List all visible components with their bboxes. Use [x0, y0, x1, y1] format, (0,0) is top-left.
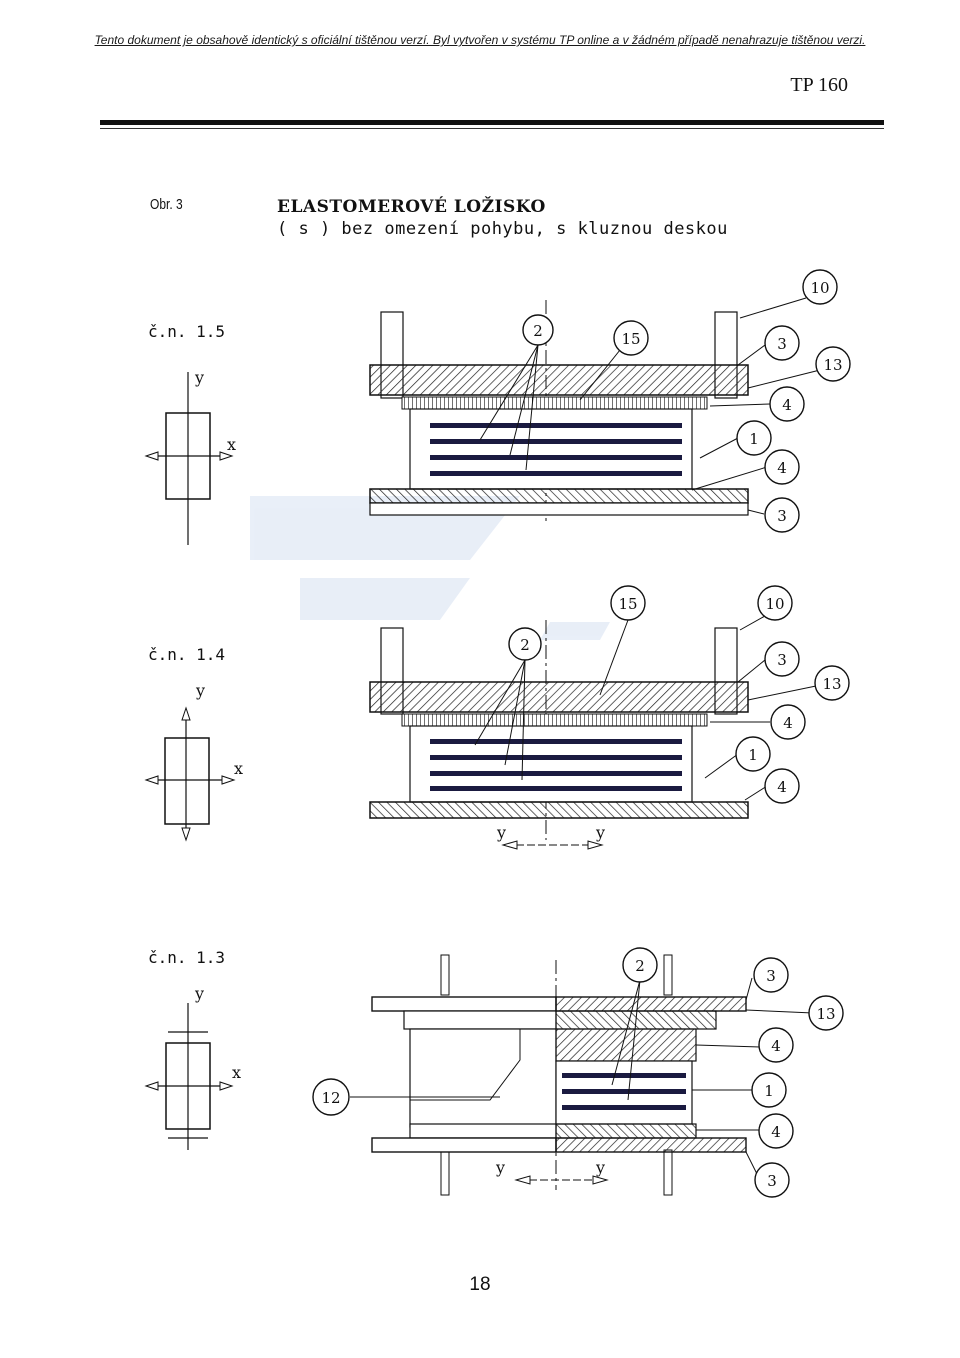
callout-13: 13	[816, 1005, 835, 1023]
callout-4: 4	[771, 1037, 781, 1055]
official-version-notice: Tento dokument je obsahově identický s o…	[94, 33, 866, 47]
axis-diagram-1-5: y x	[144, 368, 236, 545]
variant-label-1-4: č.n. 1.4	[148, 645, 226, 664]
callout-2: 2	[635, 957, 645, 975]
callout-3b: 3	[767, 1172, 777, 1190]
axis-y-label: y	[195, 681, 205, 700]
callout-4: 4	[783, 714, 793, 732]
movement-label-left: y	[496, 823, 506, 842]
axis-x-label: x	[234, 759, 243, 778]
callout-3: 3	[766, 967, 776, 985]
callout-10: 10	[765, 595, 784, 613]
movement-label-right: y	[595, 1158, 605, 1177]
callout-3b: 3	[777, 507, 787, 525]
document-id: TP 160	[790, 74, 848, 96]
movement-label-right: y	[595, 823, 605, 842]
callout-4b: 4	[777, 459, 787, 477]
callout-15: 15	[621, 330, 640, 348]
callout-13: 13	[823, 356, 842, 374]
callout-1: 1	[764, 1082, 774, 1100]
figure-subtitle: ( s ) bez omezení pohybu, s kluznou desk…	[277, 219, 728, 239]
movement-label-left: y	[495, 1158, 505, 1177]
callout-12: 12	[321, 1089, 340, 1107]
axis-x-label: x	[227, 435, 236, 454]
page-number: 18	[469, 1274, 491, 1295]
bearing-section-1-5: 2 15 10 3 13 4 1 4 3	[369, 269, 851, 533]
figure-title: ELASTOMEROVÉ LOŽISKO	[277, 197, 546, 217]
axis-diagram-1-4: y x	[144, 681, 243, 842]
variant-label-1-3: č.n. 1.3	[148, 948, 226, 967]
axis-y-label: y	[194, 368, 204, 387]
axis-y-label: y	[194, 984, 204, 1003]
bearing-section-1-4: y y 15 10 2 3 13 4 1 4	[369, 585, 850, 850]
callout-13: 13	[822, 675, 841, 693]
callout-10: 10	[810, 279, 829, 297]
callout-2: 2	[520, 636, 530, 654]
watermark	[250, 496, 610, 640]
callout-15: 15	[618, 595, 637, 613]
bearing-section-1-3: y y 2 3 13 4 12 1 4 3	[312, 947, 844, 1198]
callout-1: 1	[748, 746, 758, 764]
header-rule-thin	[100, 128, 884, 129]
callout-1: 1	[749, 430, 759, 448]
axis-diagram-1-3: y x	[144, 984, 241, 1150]
callout-3: 3	[777, 651, 787, 669]
callout-4: 4	[782, 396, 792, 414]
callout-2: 2	[533, 322, 543, 340]
callout-3: 3	[777, 335, 787, 353]
callout-4b: 4	[771, 1123, 781, 1141]
header-rule	[100, 120, 884, 125]
callout-4b: 4	[777, 778, 787, 796]
variant-label-1-5: č.n. 1.5	[148, 322, 226, 341]
axis-x-label: x	[232, 1063, 241, 1082]
figure-label: Obr. 3	[150, 196, 183, 213]
